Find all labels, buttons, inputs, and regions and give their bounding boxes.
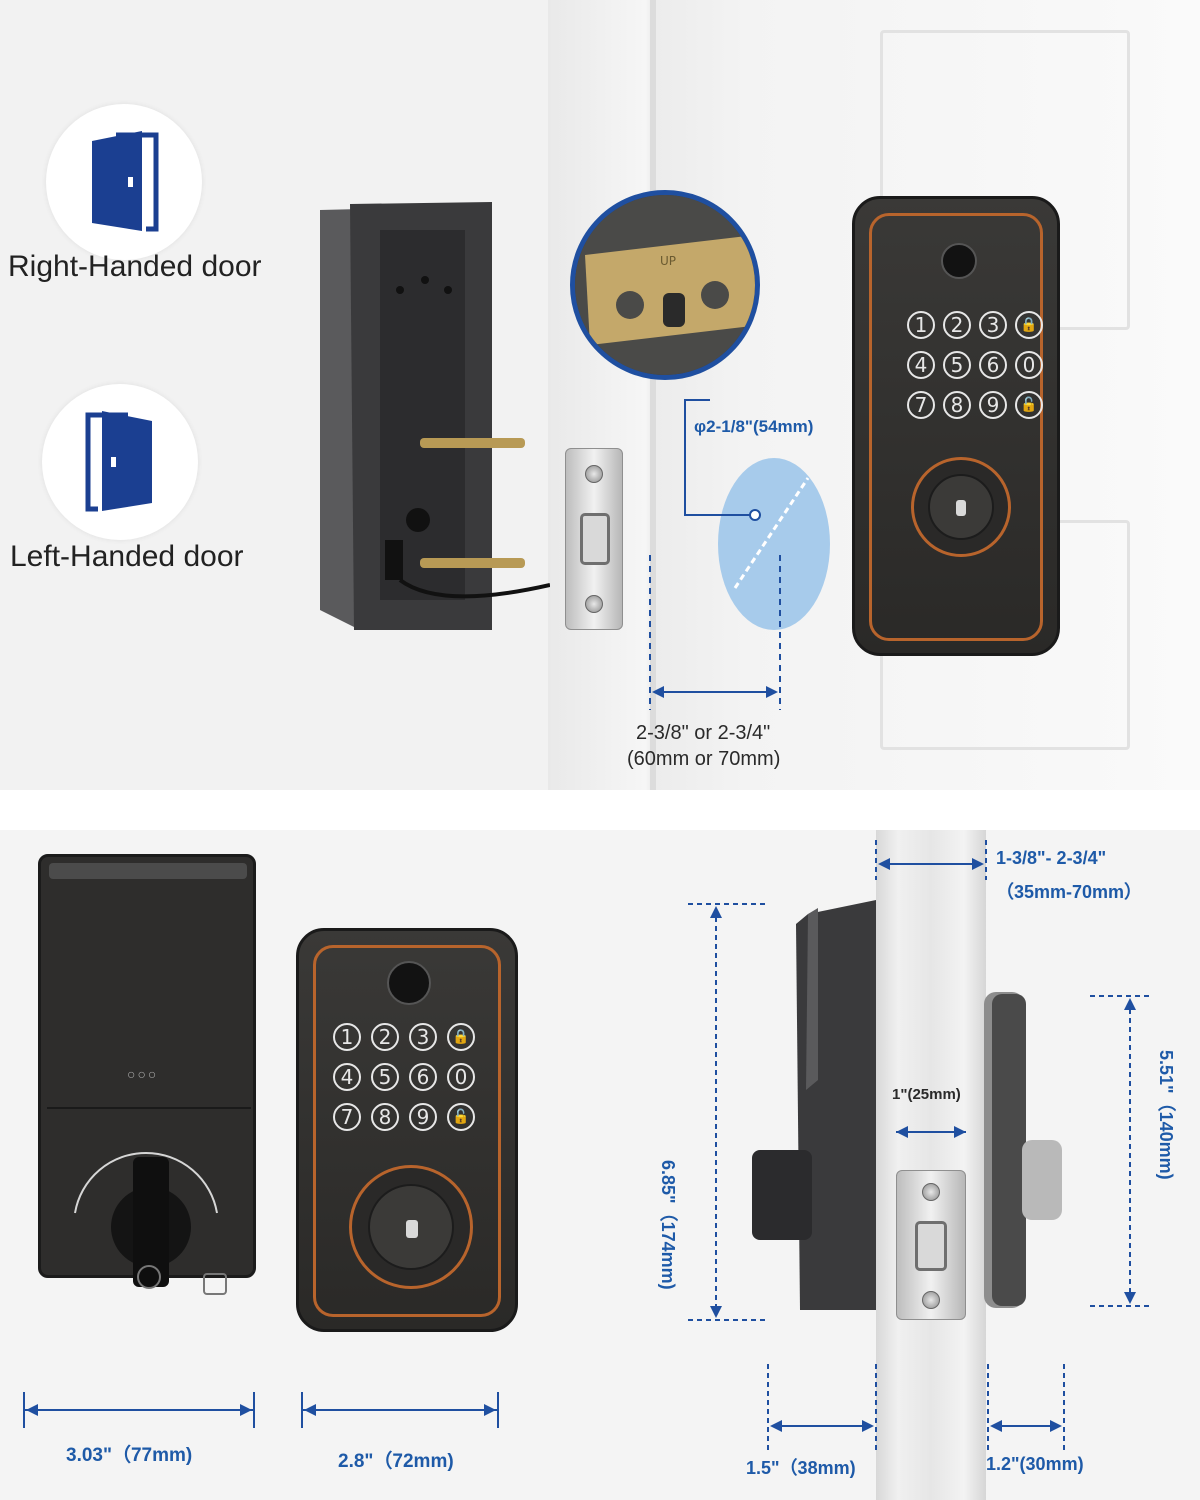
fingerprint-sensor [941,243,977,279]
keyhole-icon [956,500,966,516]
screw-icon [922,1291,940,1309]
lock-icon: 🔒 [447,1023,475,1051]
door-thickness-label-line2: （35mm-70mm） [996,882,1143,902]
interior-unit-front: ○○○ [38,854,256,1295]
bore-hole-highlight [718,458,830,630]
exterior-height-label: 5.51"（140mm) [1156,1050,1176,1180]
key-9: 9 [979,391,1007,419]
side-dimension-lines [688,840,1150,1450]
key-5: 5 [943,351,971,379]
lock-icon: 🔒 [1015,311,1043,339]
exterior-width-label: 2.8"（72mm) [338,1451,454,1472]
key-4: 4 [907,351,935,379]
unlock-icon: 🔓 [447,1103,475,1131]
exterior-keypad-lock-front: 1 2 3 🔒 4 5 6 0 7 8 9 🔓 [296,928,518,1332]
key-3: 3 [979,311,1007,339]
backset-label-line2: (60mm or 70mm) [627,748,781,770]
latch-tailpiece-detail: UP [575,195,755,375]
bore-diameter-label: φ2-1/8"(54mm) [694,417,814,436]
exterior-keypad-lock: 1 2 3 🔒 4 5 6 0 7 8 9 🔓 [852,196,1060,656]
key-1: 1 [907,311,935,339]
led-indicator-dots: ○○○ [127,1066,159,1082]
right-door-icon-badge [46,104,202,260]
latch-bolt [580,513,610,565]
key-cylinder [911,457,1011,557]
key-0: 0 [447,1063,475,1091]
bore-measurement-lines [684,399,810,589]
keypad-trim [313,945,501,1317]
latch-zoom-bubble: UP [570,190,760,380]
setup-button [137,1265,161,1289]
key-5: 5 [371,1063,399,1091]
keypad-keys: 1 2 3 🔒 4 5 6 0 7 8 9 🔓 [333,1023,483,1143]
interior-depth-label: 1.5"（38mm) [746,1458,856,1478]
key-7: 7 [333,1103,361,1131]
key-1: 1 [333,1023,361,1051]
key-2: 2 [371,1023,399,1051]
key-8: 8 [943,391,971,419]
thumbturn-arc [74,1152,218,1214]
backset-label-line1: 2-3/8" or 2-3/4" [636,722,771,744]
left-door-icon-badge [42,384,198,540]
interior-width-label: 3.03"（77mm) [66,1445,193,1466]
exterior-unit-side [984,992,1062,1308]
latch-bolt [915,1221,947,1271]
door-right-icon [92,131,159,232]
interior-unit-side [752,900,876,1310]
exterior-depth-label: 1.2"(30mm) [986,1454,1084,1474]
key-9: 9 [409,1103,437,1131]
interior-unit-back [320,202,550,630]
key-8: 8 [371,1103,399,1131]
door-frame-edge [650,0,656,790]
screw-icon [585,595,603,613]
right-door-label: Right-Handed door [8,250,262,283]
key-7: 7 [907,391,935,419]
keyhole-icon [406,1220,418,1238]
key-2: 2 [943,311,971,339]
keypad-trim [869,213,1043,641]
key-3: 3 [409,1023,437,1051]
battery-cover-edge [49,863,247,879]
keypad-keys: 1 2 3 🔒 4 5 6 0 7 8 9 🔓 [907,301,1047,421]
key-4: 4 [333,1063,361,1091]
dimensions-panel: ○○○ 1 2 3 🔒 4 5 6 0 7 8 9 🔓 [0,830,1200,1500]
unlock-icon: 🔓 [1015,391,1043,419]
door-thickness-label-line1: 1-3/8"- 2-3/4" [996,848,1107,868]
svg-text:UP: UP [660,254,676,268]
key-0: 0 [1015,351,1043,379]
screw-icon [585,465,603,483]
key-6: 6 [409,1063,437,1091]
latch-faceplate [565,448,623,630]
interior-height-label: 6.85"（174mm) [658,1160,678,1290]
panel-seam [47,1107,251,1109]
screw-icon [922,1183,940,1201]
left-door-label: Left-Handed door [10,540,244,573]
latch-width-label: 1"(25mm) [892,1086,961,1103]
width-dimension-lines [23,1392,499,1428]
fingerprint-sensor [387,961,431,1005]
door-slab-side [876,830,986,1500]
installation-panel: Right-Handed door Left-Handed door [0,0,1200,790]
key-6: 6 [979,351,1007,379]
latch-faceplate [896,1170,966,1320]
backset-dimension-lines [649,555,781,710]
key-cylinder [349,1165,473,1289]
auto-lock-button [203,1273,227,1295]
door-left-icon [85,411,152,512]
